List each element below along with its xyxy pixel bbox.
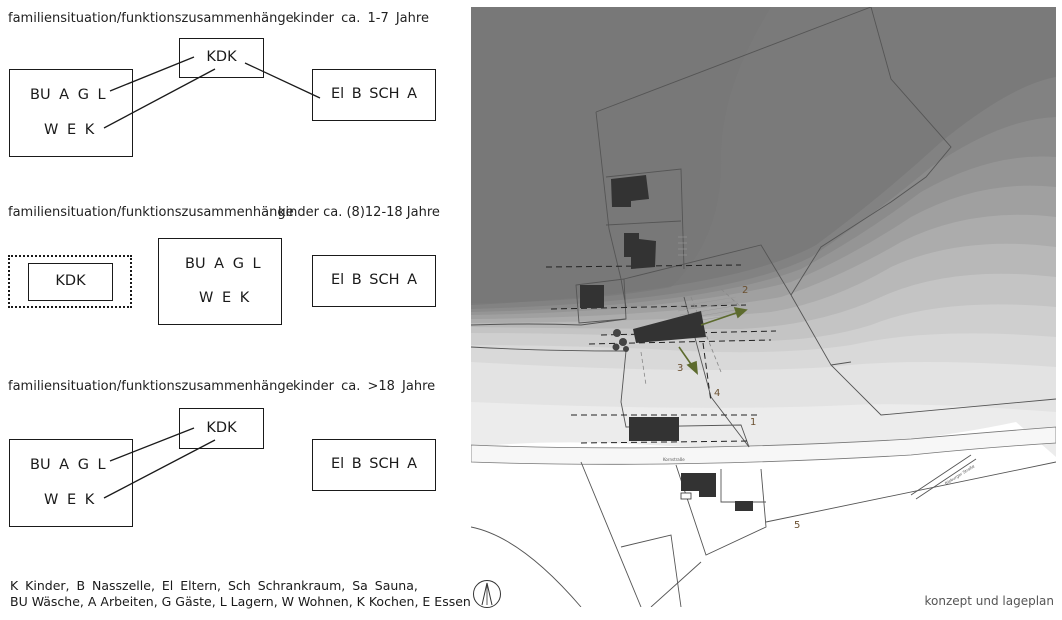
section3-age: kinder ca. >18 Jahre (293, 379, 436, 394)
building-central (633, 311, 706, 343)
s2-kdk-box: KDK (28, 263, 113, 301)
section2-title: familiensituation/funktionszusammenhänge (8, 205, 294, 220)
building-4 (629, 417, 679, 441)
s2-mid-box: BU A G L W E K (158, 238, 282, 325)
section1-title: familiensituation/funktionszusammenhänge (8, 11, 294, 26)
marker-4: 4 (714, 388, 720, 399)
parcel-lines (471, 7, 1056, 607)
s3-left-row2: W E K (44, 492, 95, 508)
section2-age: kinder ca. (8)12-18 Jahre (278, 205, 440, 220)
s1-connector-left-bottom (103, 68, 216, 129)
building-1 (611, 175, 649, 207)
guide-lines (640, 288, 742, 386)
stairs (675, 236, 745, 324)
s2-right-label: El B SCH A (330, 272, 418, 288)
legend-line1: K Kinder, B Nasszelle, El Eltern, Sch Sc… (10, 578, 418, 593)
building-5-annex (680, 492, 692, 500)
s3-kdk-label: KDK (206, 420, 237, 436)
s1-connector-left-top (109, 56, 195, 92)
buildings (580, 175, 753, 511)
s2-right-box: El B SCH A (312, 255, 436, 307)
s2-kdk-label: KDK (55, 273, 86, 289)
main-road (471, 426, 1056, 465)
s3-right-box: El B SCH A (312, 439, 436, 491)
s3-connector-left-top (109, 427, 195, 462)
tree-cluster (612, 329, 629, 352)
s2-mid-row1: BU A G L (185, 256, 261, 272)
marker-1: 1 (750, 417, 756, 428)
north-arrow-icon (473, 580, 501, 608)
marker-2: 2 (742, 285, 748, 296)
s1-right-box: El B SCH A (312, 69, 436, 121)
connector-lines (103, 56, 321, 499)
road-label: Kornstraße (663, 457, 685, 462)
s1-left-box: BU A G L W E K (9, 69, 133, 157)
s3-connector-left-bottom (103, 439, 216, 499)
s2-kdk-dotted-frame (8, 255, 132, 308)
s1-left-row1: BU A G L (30, 87, 106, 103)
marker-5: 5 (794, 520, 800, 531)
building-5 (681, 473, 716, 497)
s2-mid-row2: W E K (199, 290, 250, 306)
direction-arrows (678, 306, 748, 375)
plan-caption: konzept und lageplan (924, 594, 1054, 608)
site-plan: 2 3 4 1 5 Kornstraße Bieburger Straße (471, 7, 1056, 607)
s1-connector-right (244, 62, 321, 99)
building-6 (735, 501, 753, 511)
marker-3: 3 (677, 363, 683, 374)
building-2 (624, 233, 656, 269)
terrain-bands (471, 7, 1056, 457)
s1-left-row2: W E K (44, 122, 95, 138)
s1-kdk-label: KDK (206, 49, 237, 65)
building-3 (580, 285, 604, 308)
legend-line2: BU Wäsche, A Arbeiten, G Gäste, L Lagern… (10, 594, 471, 609)
section1-age: kinder ca. 1-7 Jahre (293, 11, 429, 26)
s1-right-label: El B SCH A (330, 86, 418, 102)
s3-right-label: El B SCH A (330, 456, 418, 472)
s3-left-row1: BU A G L (30, 457, 106, 473)
section3-title: familiensituation/funktionszusammenhänge (8, 379, 294, 394)
